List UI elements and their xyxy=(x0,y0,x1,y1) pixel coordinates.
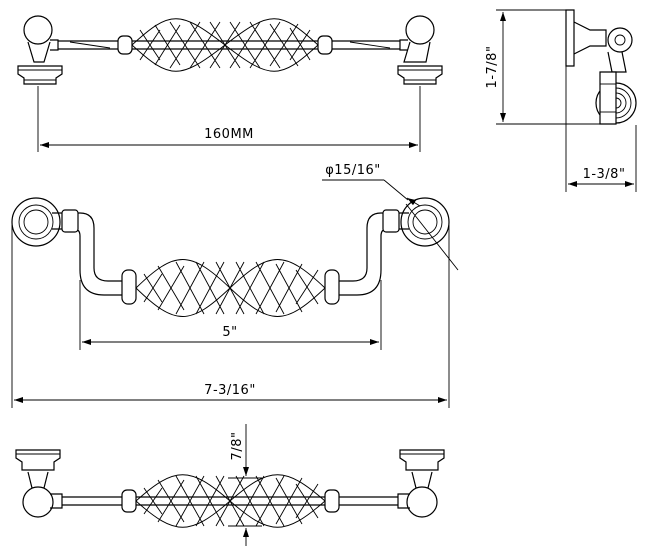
side-view: 1-7/8" 1-3/8" xyxy=(485,9,637,192)
dim-thickness: 7/8" xyxy=(228,424,262,546)
front-left-rosette xyxy=(11,197,61,247)
dim-overall-length-label: 7-3/16" xyxy=(204,383,256,398)
dim-center-to-center-label: 5" xyxy=(222,325,237,340)
top-view-right-post xyxy=(397,15,443,96)
dim-overall-length: 7-3/16" xyxy=(11,225,450,408)
front-right-rosette xyxy=(400,197,450,247)
top-view-bar xyxy=(58,35,400,55)
bottom-cage xyxy=(135,474,326,528)
dim-rosette-diameter: φ15/16" xyxy=(322,163,459,271)
front-right-arm xyxy=(333,212,409,282)
dim-160mm-label: 160MM xyxy=(204,127,254,142)
top-view-cage xyxy=(131,18,319,72)
dim-160mm: 160MM xyxy=(37,96,421,152)
dim-projection-label: 1-3/8" xyxy=(583,167,626,182)
front-view: φ15/16" 5" 7-3/16" xyxy=(11,163,459,408)
dim-center-to-center: 5" xyxy=(79,280,382,350)
front-cage xyxy=(135,259,326,317)
bottom-view: 7/8" xyxy=(15,424,445,546)
dim-height-label: 1-7/8" xyxy=(485,46,500,89)
top-view: 160MM xyxy=(17,15,443,152)
dim-rosette-diameter-label: φ15/16" xyxy=(325,163,381,178)
dim-thickness-label: 7/8" xyxy=(230,432,245,461)
dim-projection: 1-3/8" xyxy=(565,66,637,192)
dim-height: 1-7/8" xyxy=(485,9,600,125)
top-view-left-post xyxy=(17,15,63,96)
front-left-arm xyxy=(52,212,128,282)
